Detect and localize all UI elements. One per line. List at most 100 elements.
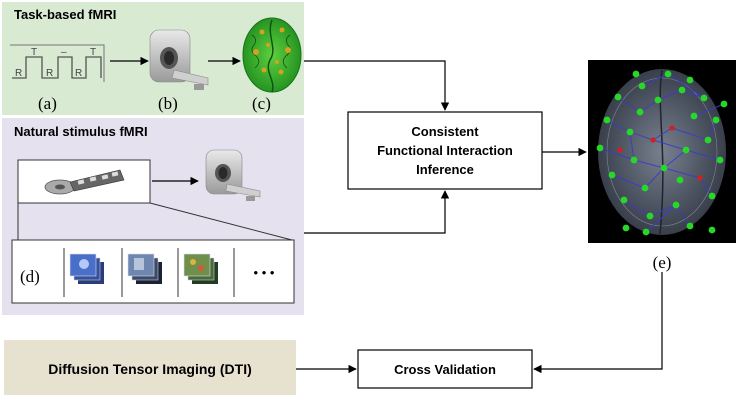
rest-label: R — [75, 68, 82, 79]
activation-brain-icon — [242, 17, 302, 93]
network-node — [660, 164, 668, 172]
network-node — [654, 96, 662, 104]
network-node — [720, 100, 728, 108]
fiber-connections — [599, 73, 725, 233]
sublabel-c: (c) — [252, 94, 271, 113]
arrow-network-to-validation — [533, 272, 663, 374]
fiber-line — [641, 73, 669, 87]
fiber-line — [685, 149, 721, 161]
network-node — [620, 196, 628, 204]
task-separator: – — [61, 47, 67, 58]
sublabel-e: (e) — [653, 253, 672, 272]
network-node — [664, 70, 672, 78]
fiber-line — [652, 139, 687, 151]
fiber-line — [699, 177, 713, 197]
arrow-natural-to-inference — [304, 190, 450, 234]
fiber-line — [645, 204, 677, 233]
network-node — [630, 156, 638, 164]
natural-panel-title: Natural stimulus fMRI — [14, 124, 148, 139]
network-node — [686, 222, 694, 230]
dti-panel-title: Diffusion Tensor Imaging (DTI) — [48, 361, 252, 377]
task-label: T — [31, 47, 37, 58]
network-node — [672, 201, 680, 209]
film-reel-icon — [44, 169, 125, 195]
rest-label: R — [46, 68, 53, 79]
network-node — [690, 112, 698, 120]
fiber-line — [606, 119, 631, 133]
brain-network-image — [588, 60, 736, 243]
fiber-line — [639, 99, 659, 113]
mri-scanner-icon — [149, 29, 209, 90]
network-node — [632, 70, 640, 78]
sublabel-a: (a) — [38, 94, 57, 113]
inference-line-1: Consistent — [411, 124, 479, 139]
network-node — [626, 128, 634, 136]
task-fmri-panel: Task-based fMRI R R R T – T (a) (b) — [2, 2, 304, 115]
network-node — [638, 82, 646, 90]
network-node — [636, 108, 644, 116]
more-frames-ellipsis: • • • — [254, 265, 275, 280]
network-node — [603, 116, 611, 124]
network-node — [596, 144, 604, 152]
inference-box: Consistent Functional Interaction Infere… — [347, 111, 543, 190]
fiber-line — [671, 127, 709, 141]
fiber-line — [617, 96, 641, 113]
network-node — [712, 116, 720, 124]
network-node — [614, 93, 622, 101]
network-node — [686, 76, 694, 84]
video-frame-thumbnail — [127, 253, 162, 284]
network-node — [708, 192, 716, 200]
fiber-line — [663, 167, 701, 179]
fiber-line — [599, 147, 635, 161]
fiber-line — [707, 119, 717, 141]
fiber-line — [667, 73, 705, 99]
natural-stimulus-panel: Natural stimulus fMRI — [2, 118, 304, 315]
network-nodes — [596, 70, 728, 236]
network-node — [704, 136, 712, 144]
network-node — [622, 224, 630, 232]
network-node — [678, 86, 686, 94]
fiber-line — [611, 174, 646, 189]
fiber-line — [675, 204, 691, 227]
cross-validation-label: Cross Validation — [394, 362, 496, 377]
cross-validation-box: Cross Validation — [357, 349, 533, 389]
network-node — [642, 228, 650, 236]
network-node — [617, 147, 623, 153]
fiber-line — [623, 199, 651, 217]
sublabel-b: (b) — [158, 94, 178, 113]
network-node — [708, 226, 716, 234]
block-design-waveform: R R R T – T — [10, 44, 105, 82]
sublabel-d: (d) — [20, 267, 40, 286]
fiber-line — [633, 159, 665, 169]
dti-panel: Diffusion Tensor Imaging (DTI) — [4, 340, 296, 395]
mri-scanner-icon — [205, 149, 261, 201]
inference-line-3: Inference — [416, 162, 474, 177]
fiber-line — [657, 89, 683, 101]
network-node — [682, 146, 690, 154]
video-frame-thumbnail — [183, 253, 218, 284]
network-node — [700, 94, 708, 102]
dti-panel-background — [4, 340, 296, 395]
network-node — [669, 125, 675, 131]
fiber-line — [649, 204, 677, 217]
fiber-line — [629, 131, 635, 161]
network-node — [646, 212, 654, 220]
network-node — [697, 175, 703, 181]
fiber-line — [681, 89, 705, 99]
network-node — [676, 176, 684, 184]
fiber-line — [629, 131, 654, 141]
inference-line-2: Functional Interaction — [377, 143, 513, 158]
task-panel-title: Task-based fMRI — [14, 7, 116, 22]
network-node — [608, 171, 616, 179]
fiber-line — [663, 149, 687, 169]
fiber-line — [644, 167, 665, 189]
zoom-line — [149, 202, 293, 241]
arrow-task-to-inference — [304, 60, 450, 111]
network-node — [641, 184, 649, 192]
rest-label: R — [15, 68, 22, 79]
video-frame-thumbnail — [69, 253, 104, 284]
fiber-line — [693, 103, 725, 117]
fiber-line — [652, 127, 673, 141]
